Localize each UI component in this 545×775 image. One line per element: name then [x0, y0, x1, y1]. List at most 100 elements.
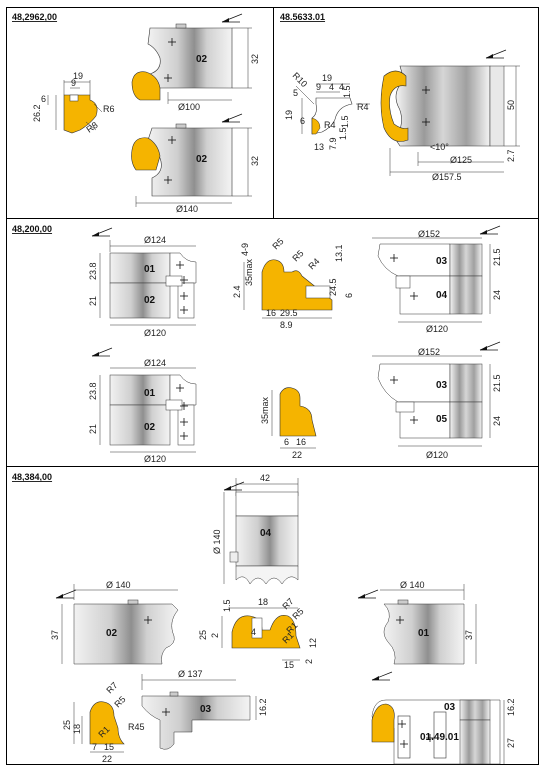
dim-26-2: 26.2	[32, 104, 42, 122]
set-d-bot: Ø120	[426, 450, 448, 460]
dim-16: 29.5	[280, 308, 298, 318]
dim-22: 22	[292, 450, 302, 460]
dim-15: 15	[104, 742, 114, 752]
dim-25: 25	[198, 630, 208, 640]
section-code: 48,200,00	[12, 224, 52, 234]
dim-4-9: 35max	[244, 258, 254, 286]
cutter-label: 03	[444, 702, 456, 713]
section-48-200-00: 48,200,00 Ø124 01 02 23.8 21 Ø120	[12, 224, 502, 464]
cutter-label: 01	[418, 628, 430, 639]
cutter-label: 03	[436, 256, 448, 267]
profile-left: R7 R5 25 18 R1 R45 7 15 22	[62, 680, 145, 764]
dim-6: 16	[266, 308, 276, 318]
set-d-bot: Ø120	[426, 324, 448, 334]
dim-4: 4	[251, 627, 256, 637]
dim-r4b: R4	[324, 120, 336, 130]
dim-29-5: 8.9	[280, 320, 293, 330]
dim-24-5: 6	[344, 293, 354, 298]
set-d-top: Ø152	[418, 347, 440, 357]
cutter-angle: <10°	[430, 142, 449, 152]
right-cutter: Ø 140 01 37	[357, 580, 477, 665]
set-d-top: Ø152	[418, 229, 440, 239]
dim-7-9: 7.9	[328, 137, 338, 150]
dim-r4: R4	[357, 102, 369, 112]
set-h2: 24	[492, 290, 502, 300]
dim-r5a: R5	[270, 236, 285, 251]
set-h2: 24	[492, 416, 502, 426]
set-h2: 21	[88, 424, 98, 434]
dim-18: 18	[258, 597, 268, 607]
dim-13: 13	[314, 142, 324, 152]
cutter-label: 01	[144, 264, 156, 275]
dim-1-5: 1.5	[342, 85, 352, 98]
set-d-bot: Ø120	[144, 328, 166, 338]
cutter-label: 04	[436, 290, 448, 301]
dim-6: 6	[284, 437, 289, 447]
dim-9: 9	[316, 82, 321, 92]
cutter-set-2: Ø152 03 04 21.5 24 Ø120	[372, 225, 502, 334]
cutter-label: 02	[196, 54, 208, 65]
profile-drawing: 19 9 4 4 1.5 R10 R4 5 19 6 1.5 13 7.9 1.…	[284, 70, 370, 152]
profile-center: 18 R7 R5 1.5 25 4 2 R1 R1 12 15 2	[198, 596, 318, 670]
combo-h2: 27	[506, 738, 516, 748]
left-diameter: Ø 140	[106, 580, 131, 590]
cutter-height: 32	[250, 54, 260, 64]
dim-25: 25	[62, 720, 72, 730]
dim-16: 16	[296, 437, 306, 447]
dim-19v: 19	[284, 110, 294, 120]
dim-1-5: 1.5	[222, 599, 232, 612]
dim-5: 5	[293, 88, 298, 98]
profile-drawing-2: 35max 6 16 22	[260, 387, 317, 460]
dim-4a: 4	[329, 82, 334, 92]
profile-drawing: 19 9 6 26.2 R6 R8	[32, 71, 115, 135]
combo-h1: 16.2	[506, 698, 516, 716]
cutter-label: 02	[196, 154, 208, 165]
set-h2: 21	[88, 296, 98, 306]
dim-15: 15	[284, 660, 294, 670]
combo-cutter: 03 01.49.01 16.2 27	[371, 671, 516, 765]
section-48-384-00: 48,384,00 42 04 Ø 140 Ø 140 02	[12, 472, 516, 765]
set-h1: 23.8	[88, 262, 98, 280]
section-code: 48,2962,00	[12, 12, 57, 22]
cutter-label: 02	[144, 422, 156, 433]
cutter-label: 05	[436, 414, 448, 425]
section-48-5633-01: 48.5633.01 19 9 4 4 1.5 R10 R4 5 19 6 1.…	[280, 12, 520, 182]
set-h1: 21.5	[492, 374, 502, 392]
set-d-top: Ø124	[144, 235, 166, 245]
dim-18: 18	[72, 724, 82, 734]
dim-6: 6	[41, 94, 46, 104]
dim-r10: R10	[291, 70, 310, 89]
dim-2-4: 13.1	[334, 244, 344, 262]
dim-1-5c: 1.5	[338, 127, 348, 140]
cutter-outer-d: Ø157.5	[432, 172, 462, 182]
dim-9: 9	[71, 78, 76, 88]
dim-2a: 2	[210, 633, 220, 638]
bottom-height: 16.2	[258, 698, 268, 716]
bottom-cutter: Ø 137 03 16.2	[141, 669, 268, 750]
dim-r5: R5	[290, 606, 305, 621]
dim-35max: 2.4	[232, 285, 242, 298]
cutter-2: 02 32 Ø140	[131, 113, 260, 214]
dim-2b: 2	[304, 659, 314, 664]
cutter-label: 01.49.01	[420, 732, 459, 743]
set-h1: 23.8	[88, 382, 98, 400]
dim-r45: R45	[128, 722, 145, 732]
set-d-top: Ø124	[144, 358, 166, 368]
left-cutter: Ø 140 02 37	[50, 580, 179, 665]
bottom-diameter: Ø 137	[178, 669, 203, 679]
dim-r7: R7	[104, 680, 119, 695]
cutter-inner-d: Ø125	[450, 155, 472, 165]
cutter-label: 02	[106, 628, 118, 639]
cutter-height: 32	[250, 156, 260, 166]
dim-r6: R6	[103, 104, 115, 114]
dim-12: 12	[308, 638, 318, 648]
cutter-label: 03	[436, 380, 448, 391]
cutter-small: 2.7	[506, 149, 516, 162]
profile-drawing-1: 4-9 R5 R5 R4 35max 2.4 13.1 24.5 6 16 29…	[232, 236, 354, 330]
dim-r4: R4	[306, 256, 321, 271]
set-h1: 21.5	[492, 248, 502, 266]
top-cutter: 42 04 Ø 140	[212, 473, 299, 585]
cutter-label: 04	[260, 528, 272, 539]
dim-35max: 35max	[260, 396, 270, 424]
